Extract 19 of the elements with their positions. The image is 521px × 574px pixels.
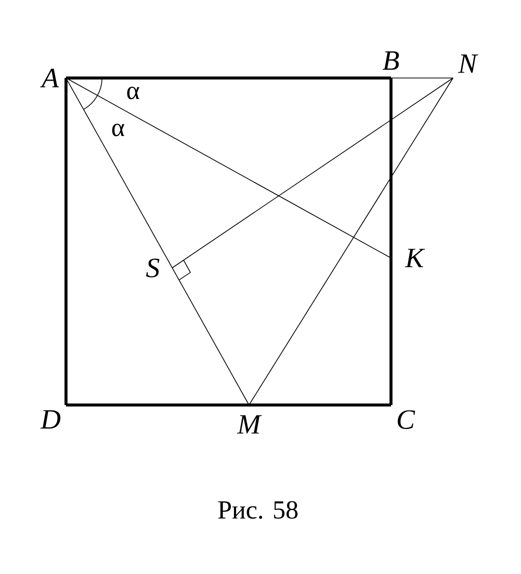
line-segment bbox=[66, 78, 392, 258]
point-label: M bbox=[237, 415, 262, 434]
point-label: D bbox=[40, 410, 60, 429]
line-segment bbox=[390, 78, 392, 405]
line-segment bbox=[66, 76, 391, 80]
point-label: K bbox=[404, 248, 426, 268]
line-segment bbox=[64, 78, 68, 405]
line-segment bbox=[66, 404, 391, 406]
line-segment bbox=[248, 78, 454, 406]
point-label: A bbox=[40, 68, 59, 88]
angle-label: α bbox=[127, 86, 140, 100]
caption: Рис. 58 bbox=[218, 501, 298, 519]
line-segment bbox=[172, 78, 454, 268]
point-label: S bbox=[146, 258, 160, 278]
point-label: B bbox=[382, 51, 399, 70]
point-label: C bbox=[398, 410, 416, 429]
angle-label: α bbox=[112, 124, 124, 136]
point-label: N bbox=[458, 54, 478, 73]
line-segment bbox=[66, 78, 250, 406]
